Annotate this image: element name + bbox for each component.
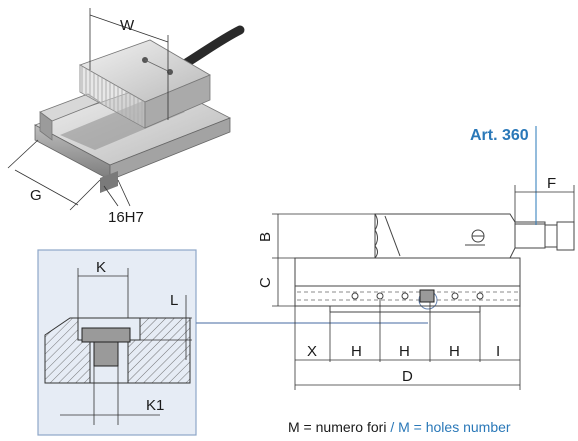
footnote: M = numero fori / M = holes number [288, 419, 511, 435]
dim-label-w: W [120, 17, 135, 34]
dim-label-h3: H [449, 343, 460, 360]
vise-drawing: B C Art. 360 F X H H H I D [257, 126, 575, 390]
dim-label-h2: H [399, 343, 410, 360]
footnote-english: M = holes number [398, 419, 511, 435]
slot-detail-box: K L K1 [37, 249, 197, 436]
dim-label-k: K [96, 259, 106, 276]
dim-label-x: X [307, 343, 317, 360]
article-label: Art. 360 [470, 127, 529, 144]
dim-label-f: F [547, 175, 556, 192]
dim-label-i: I [496, 343, 500, 360]
dim-label-b: B [257, 232, 274, 242]
slot-label-16h7: 16H7 [108, 209, 144, 226]
dim-label-g: G [30, 187, 42, 204]
dim-label-h1: H [351, 343, 362, 360]
footnote-italian: M = numero fori [288, 419, 386, 435]
dim-label-d: D [402, 368, 413, 385]
vise-photo: W G 16H7 [7, 8, 245, 226]
dim-label-k1: K1 [146, 397, 164, 414]
dim-label-c: C [257, 277, 274, 288]
dim-label-l: L [170, 292, 178, 309]
footnote-separator: / [386, 419, 398, 435]
